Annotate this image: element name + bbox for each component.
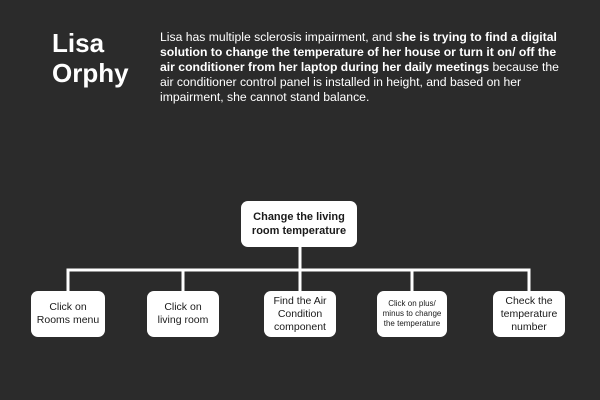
persona-description: Lisa has multiple sclerosis impairment, … [160, 30, 560, 105]
flow-step-label: Find the Air Condition component [273, 294, 327, 333]
persona-description-highlight: he is trying to find a digital solution … [160, 30, 557, 74]
flow-step-node-4: Click on plus/ minus to change the tempe… [377, 291, 447, 337]
persona-description-intro: Lisa has multiple sclerosis impairment, … [160, 30, 402, 44]
persona-description-outro: because the air conditioner control pane… [160, 60, 559, 104]
flow-step-node-2: Click on living room [147, 291, 219, 337]
flow-step-node-1: Click on Rooms menu [31, 291, 105, 337]
persona-name: Lisa Orphy [52, 28, 129, 88]
persona-first-name: Lisa [52, 28, 105, 58]
flow-step-label: Click on living room [157, 301, 209, 326]
flow-root-node: Change the living room temperature [241, 201, 357, 247]
flow-step-label: Check the temperature number [500, 294, 558, 333]
persona-last-name: Orphy [52, 58, 129, 88]
flow-step-label: Click on plus/ minus to change the tempe… [382, 299, 442, 328]
flow-root-label: Change the living room temperature [251, 211, 347, 237]
flow-step-label: Click on Rooms menu [36, 301, 100, 326]
flow-step-node-5: Check the temperature number [493, 291, 565, 337]
flow-step-node-3: Find the Air Condition component [264, 291, 336, 337]
